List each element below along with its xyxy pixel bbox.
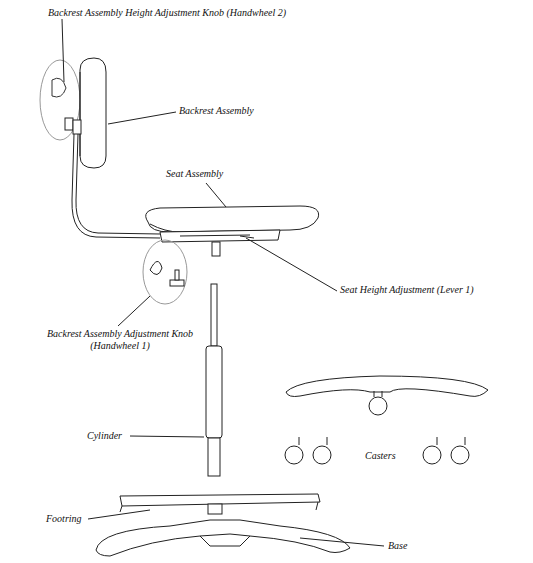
part-label: Backrest Assembly Adjustment Knob (Handw…: [40, 328, 200, 352]
part-label: Casters: [365, 450, 396, 462]
part-label: Backrest Assembly: [179, 105, 254, 117]
part-label: Seat Height Adjustment (Lever 1): [340, 284, 474, 296]
part-label: Base: [388, 540, 407, 552]
part-label: Seat Assembly: [166, 168, 223, 180]
part-label: Backrest Assembly Height Adjustment Knob…: [48, 7, 286, 19]
part-label: Cylinder: [87, 430, 122, 442]
part-label: Footring: [46, 513, 82, 525]
